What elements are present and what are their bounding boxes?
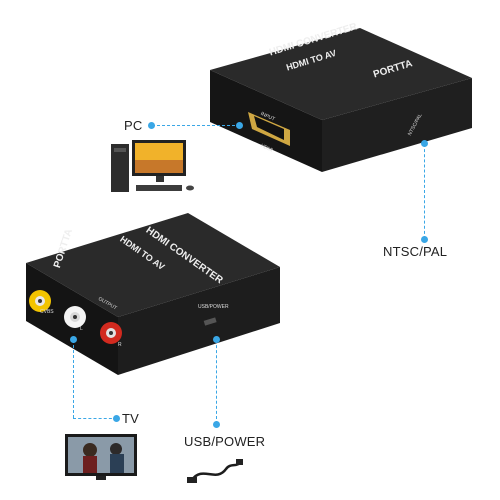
rca-yellow-jack	[29, 290, 51, 312]
tv-callout-label: TV	[122, 411, 140, 426]
usb-power-callout-label: USB/POWER	[184, 434, 266, 449]
bottom-converter-box	[26, 213, 280, 375]
usb-port-icon	[203, 317, 217, 326]
rca-red-jack	[100, 322, 122, 344]
bottom-usb-label: USB/POWER	[198, 304, 229, 310]
ntsc-pal-callout-label: NTSC/PAL	[383, 244, 448, 259]
pc-illustration-icon	[111, 140, 194, 192]
top-converter-box	[210, 28, 472, 172]
tv-illustration-icon	[65, 434, 137, 480]
bottom-l-label: L	[80, 326, 83, 332]
bottom-r-label: R	[118, 342, 122, 348]
rca-white-jack	[64, 306, 86, 328]
pc-callout-label: PC	[124, 118, 143, 133]
usb-cable-icon	[187, 459, 243, 483]
bottom-cvbs-label: CVBS	[40, 309, 54, 315]
